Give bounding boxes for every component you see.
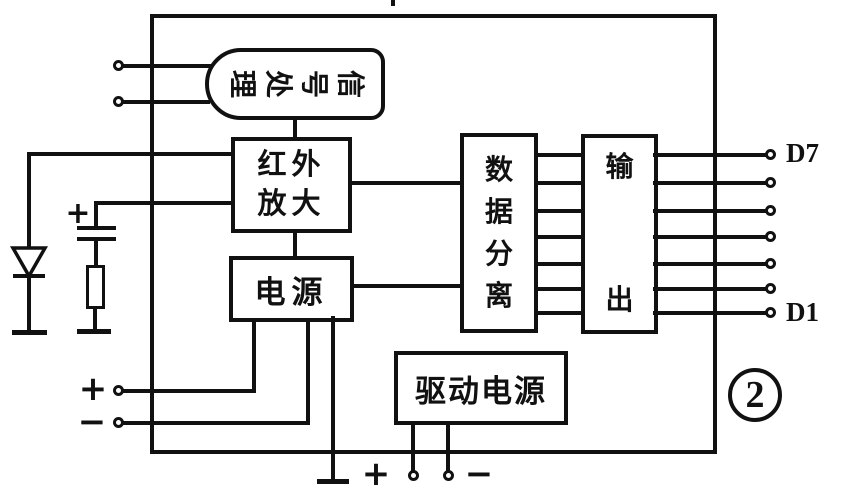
terminal-supply-minus [113, 417, 124, 428]
ground-icon [77, 329, 111, 334]
wire-drive-plus [411, 423, 415, 473]
capacitor-plate-top [77, 226, 116, 230]
drive-plus-label: + [361, 454, 391, 494]
wire-resistor-bottom [93, 307, 97, 333]
block-power: 电源 [229, 256, 354, 322]
block-output: 输 出 [581, 134, 658, 334]
terminal-d1 [765, 307, 776, 318]
output-wire [653, 235, 767, 239]
wire-diode-bottom [27, 274, 31, 333]
terminal-input-1 [113, 60, 124, 71]
wire-supply-minus [123, 421, 310, 425]
wire-supply-plus [123, 389, 256, 393]
wire-diode-to-ir [27, 152, 233, 156]
figure-number-badge: 2 [728, 368, 782, 422]
ground-icon [12, 330, 47, 335]
terminal-d2 [765, 283, 776, 294]
output-wire-d7 [653, 153, 767, 157]
bus-wire [534, 262, 585, 266]
terminal-drive-plus [408, 470, 419, 481]
output-char: 输 [605, 152, 634, 183]
signal-processing-char: 理 [226, 69, 257, 98]
ir-amplifier-label-line: 放大 [257, 188, 326, 220]
scan-tick [391, 0, 395, 6]
terminal-d6 [765, 177, 776, 188]
output-wire [653, 181, 767, 185]
wire-input-1 [123, 64, 213, 68]
terminal-d7 [765, 149, 776, 160]
data-separation-char: 数 [484, 154, 513, 186]
bus-wire [534, 181, 585, 185]
wire-power-to-datasep [351, 284, 462, 288]
data-separation-char: 离 [484, 280, 513, 312]
capacitor-plate-bottom [77, 237, 116, 241]
d7-label: D7 [786, 138, 819, 168]
block-drive-power: 驱动电源 [394, 351, 568, 425]
block-data-separation: 数 据 分 离 [460, 133, 538, 333]
output-wire [653, 209, 767, 213]
signal-processing-char: 处 [262, 69, 293, 98]
bus-wire [534, 153, 585, 157]
bus-wire [534, 235, 585, 239]
ground-icon [317, 479, 349, 484]
ir-amplifier-label-line: 红外 [257, 149, 326, 181]
output-char: 出 [605, 285, 634, 316]
data-separation-char: 据 [484, 196, 513, 228]
wire-supply-plus-riser [252, 318, 256, 393]
wire-ir-to-datasep [350, 181, 462, 185]
block-ir-amplifier: 红外 放大 [231, 137, 352, 233]
data-separation-char: 分 [484, 238, 513, 270]
supply-minus-label: − [77, 402, 107, 442]
supply-plus-label: + [78, 369, 108, 409]
terminal-d4 [765, 231, 776, 242]
output-wire [653, 287, 767, 291]
terminal-supply-plus [113, 385, 124, 396]
signal-processing-char: 信 [334, 69, 365, 98]
wire-drive-minus [446, 423, 450, 473]
wire-supply-minus-riser [306, 318, 310, 425]
wire-cap-to-ir [94, 201, 233, 205]
drive-minus-label: − [464, 454, 494, 494]
terminal-input-2 [113, 96, 124, 107]
wire-ir-power-stem [293, 230, 297, 260]
signal-processing-char: 号 [298, 69, 329, 98]
wire-power-ground [331, 316, 335, 483]
block-signal-processing: 理 处 号 信 [205, 48, 385, 120]
wire-capsule-stem [293, 117, 297, 141]
diode-icon [9, 246, 49, 280]
terminal-d5 [765, 205, 776, 216]
capacitor-plus-label: + [65, 196, 91, 231]
bus-wire [534, 209, 585, 213]
d1-label: D1 [786, 297, 819, 327]
resistor-icon [86, 265, 105, 309]
terminal-drive-minus [443, 470, 454, 481]
bus-wire [534, 287, 585, 291]
wire-input-2 [123, 100, 210, 104]
output-wire-d1 [653, 311, 767, 315]
bus-wire [534, 311, 585, 315]
wire-cap-top [94, 201, 98, 229]
terminal-d3 [765, 258, 776, 269]
output-wire [653, 262, 767, 266]
wire-diode-top [27, 152, 31, 250]
wire-cap-to-resistor [94, 240, 98, 267]
